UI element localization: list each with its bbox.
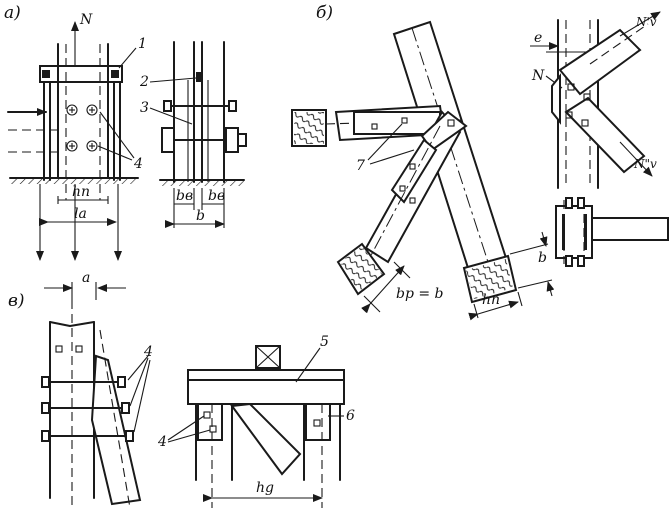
panel-b-detail: e N N'v N"v bbox=[530, 11, 669, 267]
bearing-wedge bbox=[551, 73, 561, 125]
diagonal-brace bbox=[230, 402, 302, 476]
incoming-diagonal bbox=[558, 28, 642, 96]
panel-b: б) 7 bp = b bbox=[291, 3, 555, 321]
panel-v: в) a 4 bbox=[8, 270, 355, 509]
dim-la: lа bbox=[74, 206, 87, 222]
dim-b: b bbox=[196, 208, 205, 224]
label-3: 3 bbox=[140, 100, 149, 116]
dim-b-left: bв bbox=[176, 188, 193, 204]
bolt bbox=[86, 104, 98, 116]
cap-plate bbox=[39, 65, 123, 83]
dim-hn: hп bbox=[72, 184, 90, 200]
clamp-right bbox=[305, 403, 331, 441]
panel-b-label: б) bbox=[316, 3, 333, 23]
plan-beam bbox=[591, 217, 669, 241]
dim-b-right: bв bbox=[208, 188, 225, 204]
panel-v-label: в) bbox=[8, 291, 25, 311]
cap-bolt-right bbox=[111, 70, 119, 78]
label-4-v: 4 bbox=[143, 344, 153, 360]
dim-hn-b: hп bbox=[482, 292, 500, 308]
label-N: N bbox=[79, 12, 93, 28]
cap-bolt-left bbox=[42, 70, 50, 78]
label-4: 4 bbox=[133, 156, 143, 172]
dim-b-bottom: b bbox=[538, 250, 547, 266]
label-5: 5 bbox=[320, 334, 329, 350]
dim-e: e bbox=[534, 30, 542, 46]
label-7: 7 bbox=[356, 158, 365, 174]
panel-a-side-view: 2 3 bв bв b bbox=[139, 41, 247, 228]
clamp-left bbox=[197, 403, 223, 441]
dim-hg: hg bbox=[256, 480, 274, 496]
label-2: 2 bbox=[139, 74, 149, 90]
dim-a: a bbox=[82, 270, 90, 286]
bolt bbox=[86, 140, 98, 152]
beam-5 bbox=[187, 369, 345, 405]
panel-a: a) N 4 1 bbox=[4, 3, 147, 261]
label-1: 1 bbox=[138, 36, 147, 52]
inclined-strut bbox=[90, 354, 142, 506]
label-Nv-prime: N'v bbox=[635, 15, 657, 29]
label-4-v2: 4 bbox=[157, 434, 167, 450]
outgoing-diagonal bbox=[564, 96, 646, 174]
panel-a-label: a) bbox=[4, 3, 21, 23]
label-Nv-double: N"v bbox=[633, 157, 657, 171]
dim-bp: bp = b bbox=[396, 286, 444, 302]
label-N-detail: N bbox=[531, 68, 545, 84]
ground-hatch bbox=[10, 178, 138, 184]
label-6: 6 bbox=[346, 408, 355, 424]
bolt bbox=[66, 104, 78, 116]
bolt-row bbox=[41, 376, 134, 442]
bolt bbox=[66, 140, 78, 152]
